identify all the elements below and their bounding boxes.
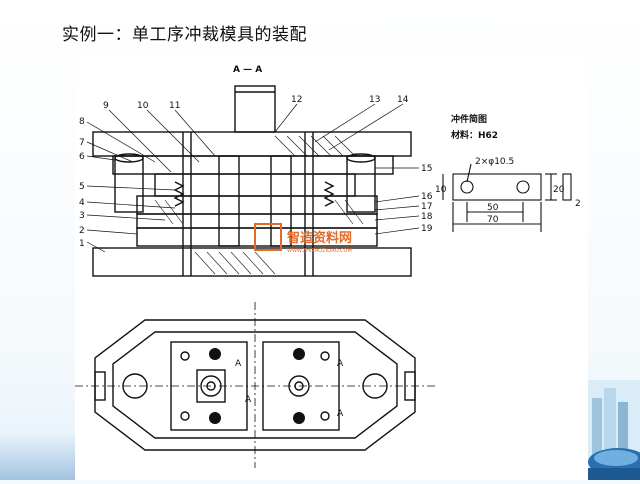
lower-die-plate (92, 247, 412, 277)
callout-10: 10 (137, 101, 149, 111)
plan-mark-a4: A (337, 409, 344, 419)
callout-12: 12 (291, 95, 302, 105)
watermark-text: 智造资料网 (287, 230, 352, 246)
callout-15: 15 (421, 164, 432, 174)
callout-17: 17 (421, 202, 432, 212)
corner-decoration-graphic (588, 380, 640, 480)
callout-16: 16 (421, 192, 433, 202)
callout-8: 8 (79, 117, 85, 127)
callout-11: 11 (169, 101, 180, 111)
dim-70: 70 (487, 215, 499, 225)
callout-6: 6 (79, 152, 85, 162)
callout-19: 19 (421, 224, 433, 234)
watermark: 智造资料网 WWW.ZHIZAOZILIAO.COM (254, 223, 352, 254)
material-label: 材料：H62 (450, 129, 498, 141)
plan-mark-a1: A (245, 395, 252, 405)
callout-2: 2 (79, 226, 85, 236)
plan-mark-a3: A (337, 359, 344, 369)
plan-view (75, 302, 435, 468)
callout-9: 9 (103, 101, 109, 111)
watermark-subtext: WWW.ZHIZAOZILIAO.COM (287, 248, 352, 254)
die-assembly-drawing: A — A 9 10 11 8 7 6 5 4 3 2 1 12 13 14 1… (75, 52, 588, 480)
callout-5: 5 (79, 182, 85, 192)
dim-50: 50 (487, 203, 499, 213)
plan-mark-a2: A (235, 359, 242, 369)
part-sketch-title: 冲件简图 (451, 113, 487, 125)
section-label: A — A (233, 65, 262, 75)
callout-13: 13 (369, 95, 380, 105)
slide-title: 实例一：单工序冲裁模具的装配 (62, 25, 307, 45)
callout-4: 4 (79, 198, 85, 208)
shank (234, 85, 276, 133)
callout-3: 3 (79, 211, 85, 221)
dim-10: 10 (435, 185, 447, 195)
hole-callout: 2×φ10.5 (475, 157, 514, 167)
spring-left (173, 181, 185, 207)
spring-right (323, 181, 335, 207)
upper-die-plate (92, 131, 412, 157)
callout-1: 1 (79, 239, 85, 249)
workpiece-outline (452, 173, 542, 201)
drawing-svg: A — A 9 10 11 8 7 6 5 4 3 2 1 12 13 14 1… (75, 65, 581, 468)
callout-18: 18 (421, 212, 433, 222)
corner-decoration (588, 380, 640, 480)
callout-14: 14 (397, 95, 409, 105)
dim-20: 20 (553, 185, 565, 195)
dim-2: 2 (575, 199, 581, 209)
bottom-left-gradient (0, 432, 75, 480)
guide-post-left (114, 155, 144, 213)
callout-7: 7 (79, 138, 85, 148)
guide-post-right (346, 155, 376, 213)
plan-view-fills (209, 348, 305, 424)
